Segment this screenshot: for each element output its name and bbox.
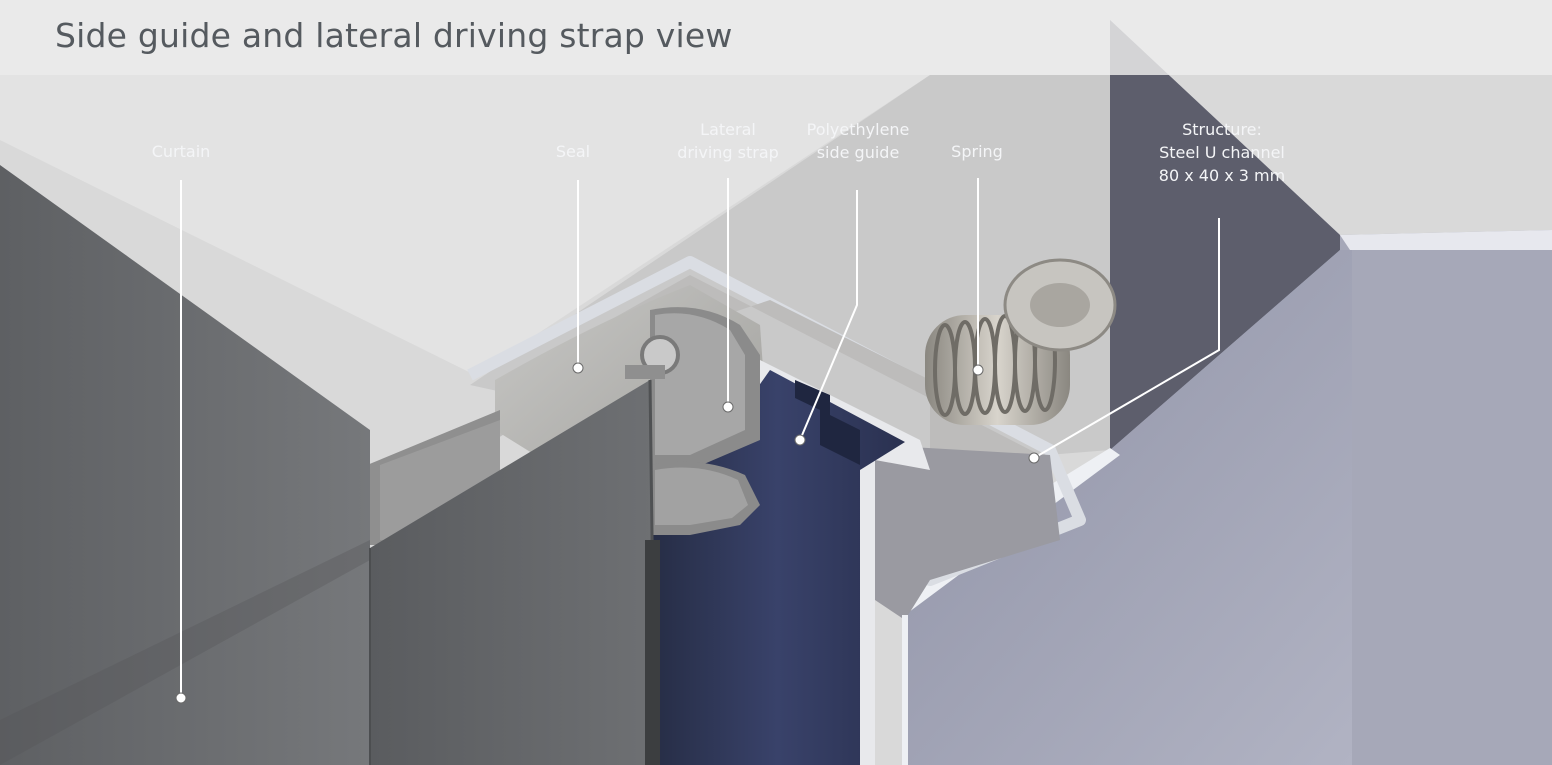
guide-dot — [794, 434, 806, 446]
curtain-left-panel — [0, 165, 370, 765]
strap-dot — [722, 401, 734, 413]
structure-inner-wall — [1110, 20, 1340, 450]
channel-inner — [875, 445, 1060, 620]
top-plane — [0, 75, 930, 375]
seal-label: Seal — [555, 142, 591, 161]
curtain-label: Curtain — [151, 142, 211, 161]
guide-leader — [799, 190, 858, 441]
lateral-driving-strap — [625, 307, 760, 535]
curtain-dot — [175, 692, 187, 704]
structure-dot — [1028, 452, 1040, 464]
polyethylene-side-guide-label: Polyethylene side guide — [806, 120, 910, 162]
lateral-driving-strap-label: Lateral driving strap — [677, 120, 779, 162]
title-band — [0, 0, 1552, 75]
structure-leader — [1033, 218, 1220, 459]
spring-label: Spring — [951, 142, 1003, 161]
seal-dot — [572, 362, 584, 374]
leader-lines — [180, 178, 1220, 698]
diagram-title: Side guide and lateral driving strap vie… — [55, 16, 733, 55]
spring-dot — [972, 364, 984, 376]
structure-label: Structure: Steel U channel 80 x 40 x 3 m… — [1158, 120, 1286, 185]
spring — [925, 258, 1117, 425]
structure-top-edge — [1340, 230, 1552, 250]
leader-dots — [175, 362, 1040, 704]
curtain-right-panel — [370, 380, 655, 765]
structure-front-face — [905, 250, 1352, 765]
